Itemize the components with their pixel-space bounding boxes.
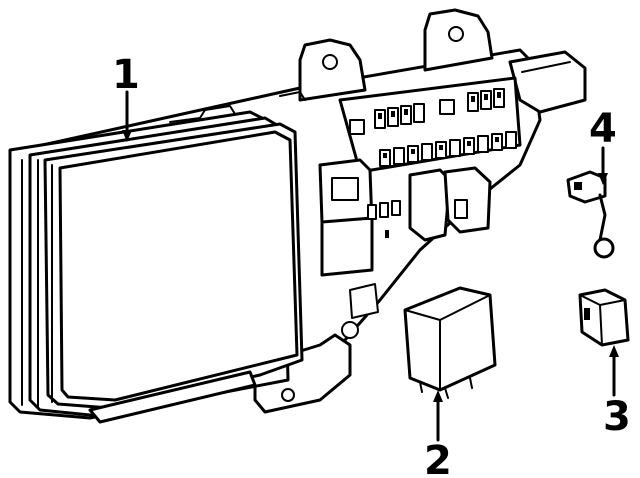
bracket-hole [281, 388, 295, 402]
fuse-row-upper-right [467, 88, 505, 112]
relay-socket-cluster [318, 158, 492, 277]
arrow-1 [122, 130, 132, 142]
ear-hole-left [322, 54, 338, 70]
lower-mounting-bracket [253, 333, 352, 414]
junction-block-part-1 [8, 8, 587, 424]
part-4-clip [566, 170, 607, 204]
arrow-4 [598, 173, 608, 185]
leader-lines [122, 90, 619, 442]
ear-hole-right [448, 26, 464, 42]
part-4-slot [574, 182, 582, 190]
relay-body [403, 286, 497, 392]
callout-4: 4 [589, 106, 617, 152]
front-cover [58, 130, 299, 402]
relay-terminals [419, 377, 473, 399]
fuse-clip-part-4 [566, 170, 615, 259]
arrow-2 [433, 390, 443, 402]
relay-part-2 [403, 286, 497, 399]
callout-1: 1 [112, 52, 140, 98]
side-connector [508, 50, 587, 114]
mounting-ear-left [298, 38, 367, 102]
callout-3: 3 [603, 394, 631, 440]
part-3-window [584, 308, 590, 320]
part-3-corner-edge [599, 304, 603, 346]
top-lip-2 [279, 91, 306, 101]
part-4-wire [598, 193, 607, 242]
fuse-row-upper-left [374, 103, 425, 129]
callout-2: 2 [424, 438, 452, 478]
housing-tab [349, 283, 379, 319]
side-connector-edge [521, 61, 571, 73]
callout-labels: 1 2 3 4 [112, 52, 631, 478]
part-3-body [578, 288, 630, 347]
bottom-rail [88, 370, 257, 424]
top-lip [169, 105, 236, 123]
panel-opening-1 [349, 119, 365, 135]
arrow-3 [609, 345, 619, 357]
part-4-ring [593, 237, 615, 259]
housing-boss [341, 321, 359, 339]
fuse-row-lower [379, 131, 517, 167]
module-part-3 [578, 288, 630, 347]
panel-opening-2 [439, 99, 455, 115]
